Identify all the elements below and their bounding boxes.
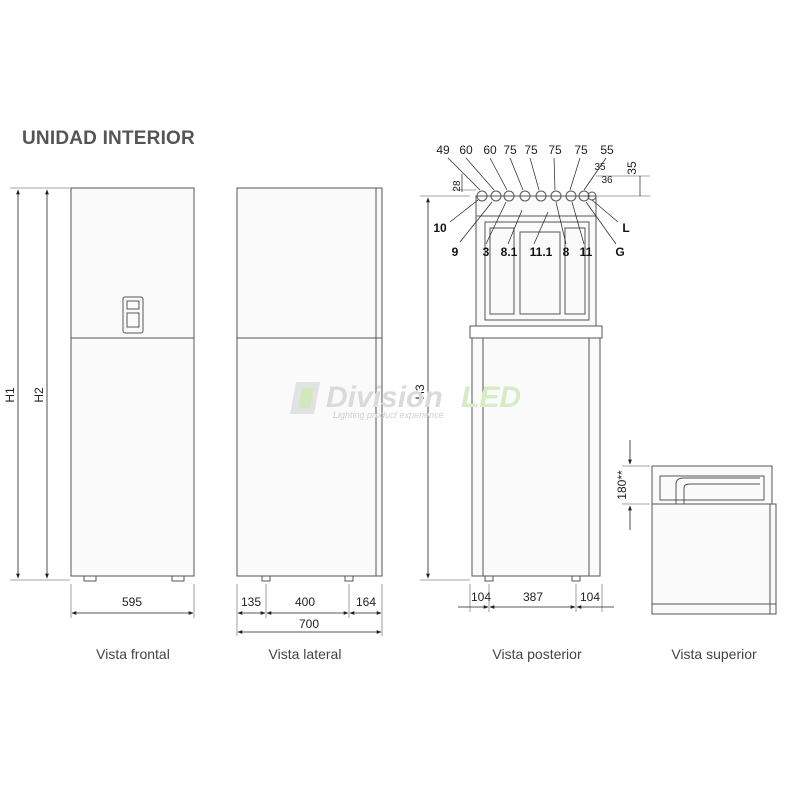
rear-right-label: 104 [580,590,600,604]
caption-frontal: Vista frontal [96,646,170,662]
front-view [70,187,195,582]
caption-superior: Vista superior [671,646,757,662]
connection-10: 10 [433,221,447,235]
connection-8-1: 8.1 [501,245,518,259]
spacing-1: 60 [459,143,473,157]
side-total-label: 700 [299,617,319,631]
connection-g: G [615,245,624,259]
side-left-label: 135 [241,595,261,609]
side-dimensions [236,584,383,636]
front-width-label: 595 [122,595,142,609]
control-panel-display [122,296,144,334]
spacing-0: 49 [436,143,450,157]
caption-posterior: Vista posterior [492,646,582,662]
watermark-brand: Division [326,381,443,414]
watermark-brand-accent: LED [461,381,521,414]
watermark-tagline: Lighting product experience [333,410,444,420]
rear-bottom-dimensions [458,584,614,612]
side-mid-label: 400 [295,595,315,609]
clearance-label: 180** [615,470,629,500]
connection-3: 3 [483,245,490,259]
front-width-dimension [70,584,195,618]
spacing-2: 60 [483,143,497,157]
spacing-4: 75 [524,143,538,157]
page-title: UNIDAD INTERIOR [22,128,195,149]
h2-label: H2 [32,387,46,403]
front-h1-dimension [10,187,70,581]
side-right-label: 164 [356,595,376,609]
division-led-watermark-logo: Division LED Lighting product experience [290,381,521,420]
top-view [651,465,777,615]
dim-28: 28 [452,180,463,192]
spacing-7: 55 [600,143,614,157]
dim-35-small: 35 [594,162,606,173]
connection-11: 11 [580,245,593,259]
spacing-3: 75 [503,143,517,157]
rear-mid-label: 387 [523,590,543,604]
dim-36: 36 [601,175,613,186]
dim-35-side: 35 [625,161,639,175]
connection-11-1: 11.1 [530,245,553,259]
rear-left-label: 104 [471,590,491,604]
rear-top-leaders [447,157,650,197]
top-clearance-dimension [622,440,650,530]
connection-9: 9 [452,245,459,259]
connection-l: L [622,221,629,235]
connection-8: 8 [563,245,570,259]
h1-label: H1 [3,387,17,403]
rear-view [469,190,603,582]
caption-lateral: Vista lateral [268,646,342,662]
h3-label: H3 [413,384,427,400]
spacing-6: 75 [574,143,588,157]
spacing-5: 75 [548,143,562,157]
rear-h3-dimension [420,195,470,581]
connection-leaders [449,199,619,245]
